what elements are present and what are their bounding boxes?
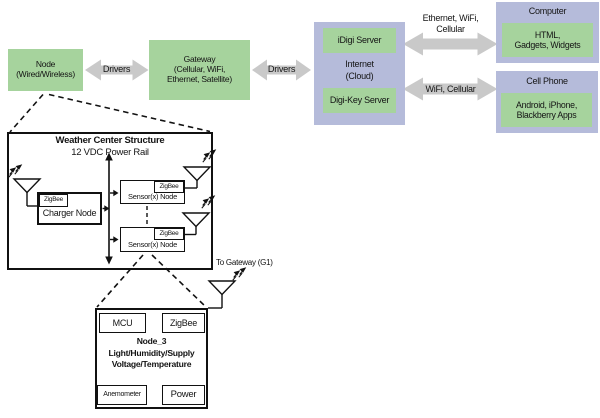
to-gateway-label: To Gateway (G1): [216, 258, 273, 267]
antenna-icon: [182, 149, 216, 189]
node3-title: Node_3 Light/Humidity/Supply Voltage/Tem…: [97, 336, 206, 371]
gateway-box-line3: Ethernet, Satellite): [167, 73, 232, 84]
cellphone-apps-line2: Blackberry Apps: [516, 110, 577, 120]
rail-to-sensor1-arrow: [110, 189, 119, 197]
ethernet-wifi-cellular-arrow-icon: [403, 32, 498, 56]
zoom-callout-dashes: [9, 93, 211, 133]
node-box-line1: Node: [35, 59, 56, 70]
internet-cloud-line2: (Cloud): [345, 71, 374, 81]
sensor1-zigbee-tab: ZigBee: [154, 181, 184, 193]
sensor-node-1-box: [120, 180, 185, 204]
internet-cloud-label: Internet (Cloud): [314, 58, 405, 82]
internet-cloud-box: iDigi Server Internet (Cloud) Digi-Key S…: [314, 22, 405, 125]
idigi-server-box: iDigi Server: [323, 28, 396, 53]
node3-title-line2: Light/Humidity/Supply: [108, 347, 195, 358]
drivers-label: Drivers: [102, 64, 131, 74]
charger-zigbee-tab: ZigBee: [39, 193, 68, 207]
weather-center-title-line: Weather Center Structure: [55, 135, 165, 146]
weather-center-title: Weather Center Structure 12 VDC Power Ra…: [9, 135, 211, 159]
antenna-icon: [8, 164, 42, 207]
sensor-node-2-box: [120, 227, 185, 252]
antenna-icon: [207, 267, 246, 309]
node3-title-line3: Voltage/Temperature: [111, 359, 192, 369]
node-box: Node (Wired/Wireless): [8, 49, 83, 91]
sensor-node-2-label: Sensor(x) Node: [127, 239, 178, 249]
drivers-arrow-icon: [252, 59, 311, 81]
zoom-callout-dashes: [96, 254, 207, 308]
digikey-server-box: Digi-Key Server: [323, 88, 396, 113]
node3-power-box: Power: [162, 385, 205, 405]
computer-apps-line2: Gadgets, Widgets: [514, 40, 581, 50]
sensor-node-1-label: Sensor(x) Node: [127, 192, 178, 201]
drivers-label: Drivers: [267, 64, 296, 74]
wifi-arrow-label: WiFi, Cellular: [425, 84, 476, 94]
power-rail-arrow: [105, 152, 113, 265]
wifi-cellular-arrow-icon: [403, 77, 498, 101]
drivers-arrow-icon: [85, 59, 149, 81]
gateway-box-line2: (Cellular, WiFi,: [173, 64, 226, 75]
cellphone-apps-line1: Android, iPhone,: [515, 99, 578, 110]
node3-title-line1: Node_3: [136, 336, 167, 346]
node-box-line2: (Wired/Wireless): [16, 69, 75, 79]
gateway-box-line1: Gateway: [183, 54, 216, 65]
cellphone-apps-box: Android, iPhone, Blackberry Apps: [501, 93, 592, 127]
node3-mcu-box: MCU: [99, 313, 146, 333]
ethernet-arrow-label: Ethernet, WiFi, Cellular: [403, 13, 498, 34]
weather-center-box: [7, 132, 213, 270]
ethernet-arrow-line2: Cellular: [436, 23, 465, 34]
node3-box: [95, 308, 208, 409]
charger-node-box: [37, 192, 102, 225]
computer-apps-line1: HTML,: [534, 29, 561, 40]
internet-cloud-line1: Internet: [345, 59, 374, 69]
ethernet-arrow-line1: Ethernet, WiFi,: [422, 13, 479, 23]
weather-center-subtitle: 12 VDC Power Rail: [71, 147, 149, 158]
charger-node-label: Charger Node: [42, 208, 97, 218]
computer-title: Computer: [528, 6, 567, 16]
node3-zigbee-box: ZigBee: [162, 313, 205, 333]
node3-anemometer-box: Anemometer: [97, 385, 147, 405]
charger-to-rail-arrow: [102, 205, 110, 212]
computer-apps-box: HTML, Gadgets, Widgets: [502, 23, 593, 57]
cellphone-box: Cell Phone Android, iPhone, Blackberry A…: [496, 71, 598, 133]
computer-box: Computer HTML, Gadgets, Widgets: [496, 2, 599, 63]
rail-to-sensor2-arrow: [110, 236, 119, 243]
gateway-box: Gateway (Cellular, WiFi, Ethernet, Satel…: [149, 40, 250, 100]
sensor2-zigbee-tab: ZigBee: [154, 228, 184, 240]
cellphone-title: Cell Phone: [526, 76, 568, 86]
antenna-icon: [181, 195, 215, 236]
